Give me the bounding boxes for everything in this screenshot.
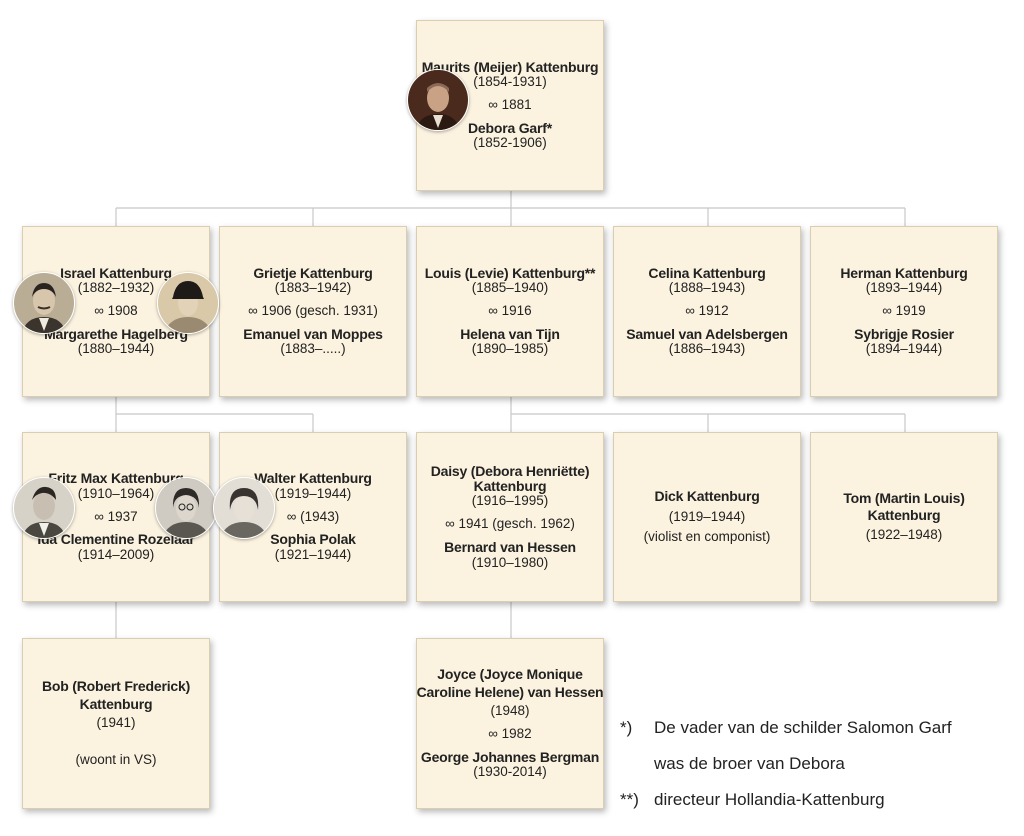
spouse-dates: (1886–1943) xyxy=(668,341,746,357)
portrait-photo-margarethe xyxy=(157,272,219,334)
person-name: Kattenburg xyxy=(867,507,941,524)
person-dates: (1893–1944) xyxy=(865,280,943,296)
person-box-celina: Celina Kattenburg (1888–1943) ∞ 1912 Sam… xyxy=(613,226,801,397)
portrait-photo-maurits xyxy=(407,69,469,131)
spouse-name: Margarethe Hagelberg xyxy=(44,325,188,342)
person-dates: (1883–1942) xyxy=(274,280,352,296)
portrait-photo-israel xyxy=(13,272,75,334)
footnote-text: De vader van de schilder Salomon Garf xyxy=(654,718,952,737)
spouse-name: Ida Clementine Rozelaar xyxy=(37,531,195,548)
marriage-info: ∞ 1908 xyxy=(94,303,138,319)
person-dates: (1922–1948) xyxy=(865,527,943,543)
person-box-grietje: Grietje Kattenburg (1883–1942) ∞ 1906 (g… xyxy=(219,226,407,397)
person-name: Daisy (Debora Henriëtte) xyxy=(430,462,590,479)
person-box-tom: Tom (Martin Louis) Kattenburg (1922–1948… xyxy=(810,432,998,602)
spouse-dates: (1894–1944) xyxy=(865,341,943,357)
person-note: (violist en componist) xyxy=(643,528,771,544)
footnote-mark: *) xyxy=(620,718,633,737)
spouse-dates: (1852-1906) xyxy=(473,135,547,151)
marriage-info: ∞ 1916 xyxy=(488,303,532,319)
spouse-name: Samuel van Adelsbergen xyxy=(626,325,788,342)
person-box-bob: Bob (Robert Frederick) Kattenburg (1941)… xyxy=(22,638,210,809)
spouse-name: Sybrigje Rosier xyxy=(854,325,954,342)
footnote-item: *) De vader van de schilder Salomon Garf xyxy=(620,718,952,754)
footnote-text: directeur Hollandia-Kattenburg xyxy=(654,790,885,809)
marriage-info: ∞ 1912 xyxy=(685,303,729,319)
spouse-name: George Johannes Bergman xyxy=(420,748,600,765)
person-name: Joyce (Joyce Monique xyxy=(437,666,583,683)
person-box-joyce: Joyce (Joyce Monique Caroline Helene) va… xyxy=(416,638,604,809)
person-note: (woont in VS) xyxy=(75,751,157,767)
marriage-info: ∞ 1937 xyxy=(94,508,138,524)
person-dates: (1888–1943) xyxy=(668,280,746,296)
person-dates: (1916–1995) xyxy=(471,493,549,509)
person-name: Tom (Martin Louis) xyxy=(843,489,965,506)
footnotes: *) De vader van de schilder Salomon Garf… xyxy=(620,718,952,826)
spouse-dates: (1930-2014) xyxy=(473,764,547,779)
person-dates: (1882–1932) xyxy=(77,280,155,296)
person-name: Celina Kattenburg xyxy=(648,264,766,281)
spouse-dates: (1921–1944) xyxy=(274,546,352,562)
marriage-info: ∞ 1906 (gesch. 1931) xyxy=(248,303,378,319)
person-name: Bob (Robert Frederick) xyxy=(41,678,191,695)
marriage-info: ∞ (1943) xyxy=(286,508,340,524)
person-dates: (1910–1964) xyxy=(77,485,155,501)
person-box-louis: Louis (Levie) Kattenburg** (1885–1940) ∞… xyxy=(416,226,604,397)
spouse-name: Helena van Tijn xyxy=(460,325,560,342)
spouse-name: Debora Garf* xyxy=(468,119,552,136)
person-name: Walter Kattenburg xyxy=(254,470,372,487)
person-name: Caroline Helene) van Hessen xyxy=(416,683,604,700)
person-dates: (1885–1940) xyxy=(471,280,549,296)
spouse-name: Sophia Polak xyxy=(270,531,356,548)
marriage-info: ∞ 1919 xyxy=(882,303,926,319)
person-box-daisy: Daisy (Debora Henriëtte) Kattenburg (191… xyxy=(416,432,604,602)
spouse-dates: (1883–.....) xyxy=(280,341,346,357)
person-name: Herman Kattenburg xyxy=(840,264,968,281)
person-dates: (1919–1944) xyxy=(668,508,746,524)
person-name: Dick Kattenburg xyxy=(654,488,760,505)
spouse-name: Bernard van Hessen xyxy=(444,539,576,556)
person-box-dick: Dick Kattenburg (1919–1944) (violist en … xyxy=(613,432,801,602)
person-name: Kattenburg xyxy=(473,478,547,495)
person-name: Grietje Kattenburg xyxy=(253,264,373,281)
footnote-item: was de broer van Debora xyxy=(620,754,952,790)
person-dates: (1948) xyxy=(490,702,530,718)
footnote-item: **) directeur Hollandia-Kattenburg xyxy=(620,790,952,826)
person-name: Israel Kattenburg xyxy=(60,264,172,281)
marriage-info: ∞ 1982 xyxy=(488,725,532,741)
spouse-dates: (1890–1985) xyxy=(471,341,549,357)
portrait-photo-fritz xyxy=(13,477,75,539)
portrait-photo-ida xyxy=(155,477,217,539)
person-dates: (1941) xyxy=(96,715,136,731)
spouse-dates: (1880–1944) xyxy=(77,341,155,357)
spouse-name: Emanuel van Moppes xyxy=(243,325,383,342)
person-dates: (1919–1944) xyxy=(274,485,352,501)
person-box-herman: Herman Kattenburg (1893–1944) ∞ 1919 Syb… xyxy=(810,226,998,397)
marriage-info: ∞ 1941 (gesch. 1962) xyxy=(445,516,575,532)
spouse-dates: (1910–1980) xyxy=(471,554,549,570)
marriage-info: ∞ 1881 xyxy=(488,97,532,113)
person-name: Louis (Levie) Kattenburg** xyxy=(424,264,596,281)
person-name: Maurits (Meijer) Kattenburg xyxy=(421,58,599,75)
footnote-text: was de broer van Debora xyxy=(654,754,845,773)
portrait-photo-sophia xyxy=(213,477,275,539)
person-name: Kattenburg xyxy=(79,695,153,712)
spouse-dates: (1914–2009) xyxy=(77,546,155,562)
person-name: Fritz Max Kattenburg xyxy=(48,470,184,487)
person-dates: (1854-1931) xyxy=(473,74,547,90)
footnote-mark: **) xyxy=(620,790,639,809)
